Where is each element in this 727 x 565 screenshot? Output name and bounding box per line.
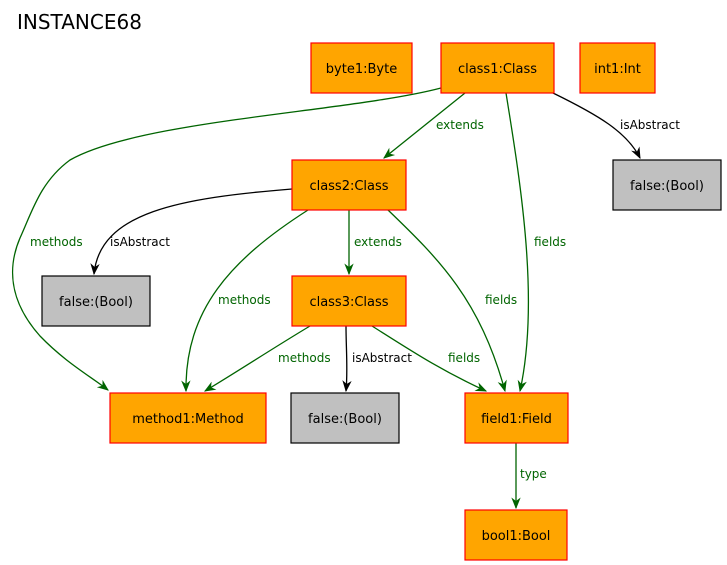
node-class1[interactable]: class1:Class	[440, 42, 555, 94]
edge-label-type: type	[520, 467, 547, 481]
node-int1[interactable]: int1:Int	[579, 42, 656, 94]
node-box-class2	[291, 159, 407, 211]
edge-label-fields: fields	[534, 235, 566, 249]
node-label-bool1: bool1:Bool	[482, 529, 551, 544]
edge-class3-false3-isabstract	[342, 325, 352, 393]
edge-label-methods: methods	[30, 235, 83, 249]
node-box-field1	[464, 392, 569, 444]
node-label-class1: class1:Class	[458, 62, 537, 77]
node-label-false1: false:(Bool)	[630, 179, 704, 194]
node-box-byte1	[310, 42, 413, 94]
edge-label-isabstract: isAbstract	[620, 118, 680, 132]
diagram-title: INSTANCE68	[17, 10, 142, 34]
node-box-class3	[291, 275, 407, 327]
node-box-int1	[579, 42, 656, 94]
node-box-method1	[109, 392, 267, 444]
nodes-layer: byte1:Byte class1:Class int1:Int false:(Boo…	[41, 42, 722, 561]
edge-label-fields: fields	[485, 293, 517, 307]
node-box-false1	[612, 159, 722, 211]
node-label-field1: field1:Field	[481, 412, 552, 427]
edge-class2-method1-methods	[181, 209, 309, 393]
edge-class3-method1-methods	[203, 325, 311, 392]
node-box-false2	[41, 275, 151, 327]
node-label-int1: int1:Int	[594, 62, 641, 77]
edge-label-isabstract: isAbstract	[110, 235, 170, 249]
node-label-class3: class3:Class	[309, 295, 388, 310]
node-method1[interactable]: method1:Method	[109, 392, 267, 444]
node-false1[interactable]: false:(Bool)	[612, 159, 722, 211]
node-box-class1	[440, 42, 555, 94]
edge-class1-class2-extends	[383, 92, 466, 159]
edge-class1-field1-fields	[505, 92, 530, 393]
node-class3[interactable]: class3:Class	[291, 275, 407, 327]
edge-class2-false2-isabstract	[90, 188, 293, 276]
node-label-method1: method1:Method	[132, 412, 244, 427]
node-label-byte1: byte1:Byte	[326, 62, 397, 77]
node-label-class2: class2:Class	[309, 179, 388, 194]
node-field1[interactable]: field1:Field	[464, 392, 569, 444]
node-class2[interactable]: class2:Class	[291, 159, 407, 211]
node-box-false3	[290, 392, 400, 444]
node-false3[interactable]: false:(Bool)	[290, 392, 400, 444]
edge-class1-false1-isabstract	[552, 92, 641, 160]
edge-class2-field1-fields	[387, 209, 507, 393]
edge-class3-field1-fields	[371, 325, 488, 392]
node-label-false2: false:(Bool)	[59, 295, 133, 310]
edge-label-fields: fields	[448, 351, 480, 365]
edge-label-isabstract: isAbstract	[352, 351, 412, 365]
node-false2[interactable]: false:(Bool)	[41, 275, 151, 327]
edges-layer: extends isAbstract methods fields isAbstract…	[11, 87, 680, 510]
node-byte1[interactable]: byte1:Byte	[310, 42, 413, 94]
edge-label-extends: extends	[436, 118, 484, 132]
node-label-false3: false:(Bool)	[308, 412, 382, 427]
edge-class1-method1-methods	[11, 87, 442, 391]
edge-label-methods: methods	[218, 293, 271, 307]
node-bool1[interactable]: bool1:Bool	[464, 509, 568, 561]
edge-label-methods: methods	[278, 351, 331, 365]
node-box-bool1	[464, 509, 568, 561]
edge-label-extends: extends	[354, 235, 402, 249]
